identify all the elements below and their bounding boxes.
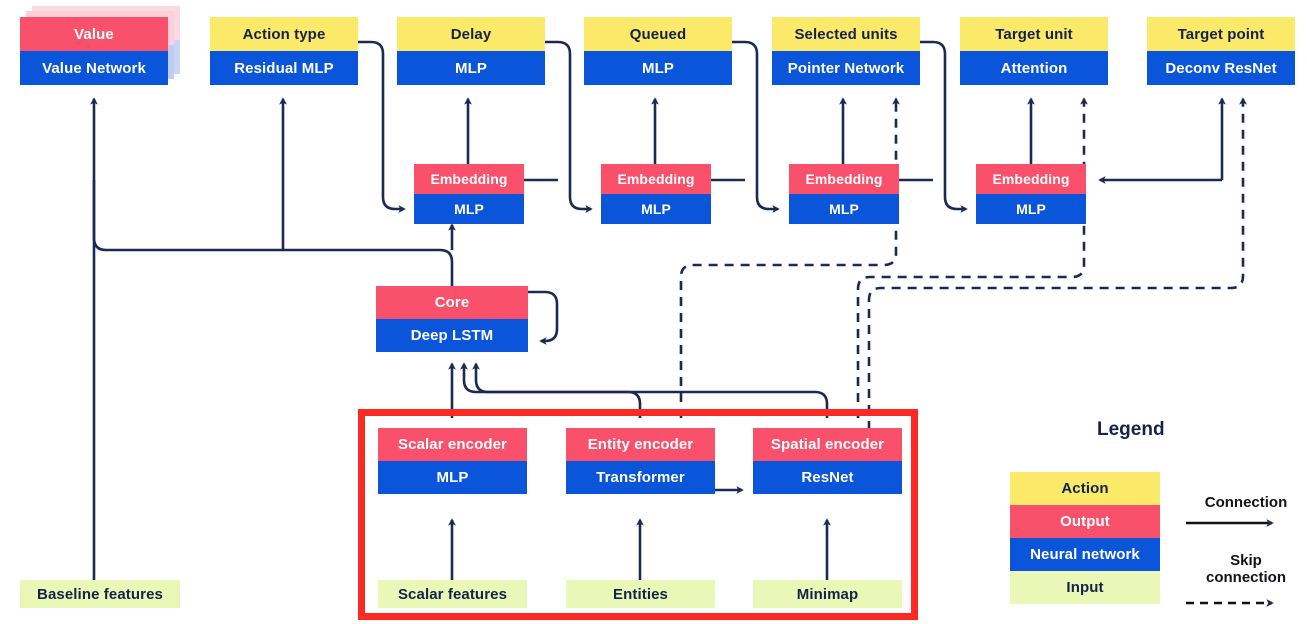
node-minimap-label: Minimap: [753, 580, 902, 608]
legend-swatch-neural-network: Neural network: [1010, 538, 1160, 571]
node-embedding-1-net: MLP: [414, 194, 524, 224]
node-core-head: Core: [376, 286, 528, 319]
node-target-unit-net: Attention: [960, 51, 1108, 85]
node-selected-units-net: Pointer Network: [772, 51, 920, 85]
node-scalar-features[interactable]: Scalar features: [378, 580, 527, 608]
wire-spatial-encoder-to-core: [472, 362, 829, 418]
node-embedding-4-head: Embedding: [976, 164, 1086, 194]
skip-entity-to-selectedunits: [679, 97, 900, 418]
legend-swatch-input: Input: [1010, 571, 1160, 604]
legend-swatch-action: Action: [1010, 472, 1160, 505]
node-embedding-3-head: Embedding: [789, 164, 899, 194]
node-entities[interactable]: Entities: [566, 580, 715, 608]
node-action-type[interactable]: Action type Residual MLP: [210, 17, 358, 85]
node-embedding-4[interactable]: Embedding MLP: [976, 164, 1086, 224]
node-action-type-head: Action type: [210, 17, 358, 51]
legend-swatches: Action Output Neural network Input: [1010, 472, 1160, 604]
node-embedding-4-net: MLP: [976, 194, 1086, 224]
node-entity-encoder-head: Entity encoder: [566, 428, 715, 461]
wire-queued-to-embedding3: [731, 40, 780, 213]
node-delay[interactable]: Delay MLP: [397, 17, 545, 85]
legend-skip-connection-label: Skip connection: [1186, 552, 1306, 587]
node-entity-encoder[interactable]: Entity encoder Transformer: [566, 428, 715, 494]
node-scalar-encoder[interactable]: Scalar encoder MLP: [378, 428, 527, 494]
node-embedding-2-net: MLP: [601, 194, 711, 224]
node-value-net: Value Network: [20, 51, 168, 85]
legend-skip-line-1: Skip: [1230, 552, 1262, 569]
node-target-point[interactable]: Target point Deconv ResNet: [1147, 17, 1295, 85]
node-target-point-net: Deconv ResNet: [1147, 51, 1295, 85]
legend-skip-line-2: connection: [1205, 569, 1286, 587]
node-selected-units[interactable]: Selected units Pointer Network: [772, 17, 920, 85]
node-scalar-features-label: Scalar features: [378, 580, 527, 608]
node-selected-units-head: Selected units: [772, 17, 920, 51]
skip-entity-to-targetunit: [856, 97, 1088, 418]
node-delay-head: Delay: [397, 17, 545, 51]
node-baseline-features[interactable]: Baseline features: [20, 580, 180, 608]
node-value-head: Value: [20, 17, 168, 51]
node-target-unit-head: Target unit: [960, 17, 1108, 51]
node-minimap[interactable]: Minimap: [753, 580, 902, 608]
node-embedding-2-head: Embedding: [601, 164, 711, 194]
node-spatial-encoder[interactable]: Spatial encoder ResNet: [753, 428, 902, 494]
node-embedding-3-net: MLP: [789, 194, 899, 224]
legend-swatch-output: Output: [1010, 505, 1160, 538]
node-spatial-encoder-head: Spatial encoder: [753, 428, 902, 461]
legend-title: Legend: [1097, 419, 1165, 440]
node-core-net: Deep LSTM: [376, 319, 528, 352]
node-embedding-1[interactable]: Embedding MLP: [414, 164, 524, 224]
node-entities-label: Entities: [566, 580, 715, 608]
node-embedding-3[interactable]: Embedding MLP: [789, 164, 899, 224]
node-embedding-2[interactable]: Embedding MLP: [601, 164, 711, 224]
node-action-type-net: Residual MLP: [210, 51, 358, 85]
node-baseline-features-label: Baseline features: [20, 580, 180, 608]
node-entity-encoder-net: Transformer: [566, 461, 715, 494]
node-target-unit[interactable]: Target unit Attention: [960, 17, 1108, 85]
node-scalar-encoder-head: Scalar encoder: [378, 428, 527, 461]
node-spatial-encoder-net: ResNet: [753, 461, 902, 494]
node-queued[interactable]: Queued MLP: [584, 17, 732, 85]
node-core[interactable]: Core Deep LSTM: [376, 286, 528, 352]
wire-entity-encoder-to-core: [460, 362, 642, 418]
node-scalar-encoder-net: MLP: [378, 461, 527, 494]
wire-selectedunits-to-embedding4: [919, 40, 968, 213]
node-delay-net: MLP: [397, 51, 545, 85]
node-target-point-head: Target point: [1147, 17, 1295, 51]
node-queued-head: Queued: [584, 17, 732, 51]
node-value[interactable]: Value Value Network: [20, 17, 168, 85]
node-embedding-1-head: Embedding: [414, 164, 524, 194]
node-queued-net: MLP: [584, 51, 732, 85]
skip-spatial-to-targetpoint: [867, 97, 1247, 430]
legend-connection-label: Connection: [1204, 494, 1288, 511]
